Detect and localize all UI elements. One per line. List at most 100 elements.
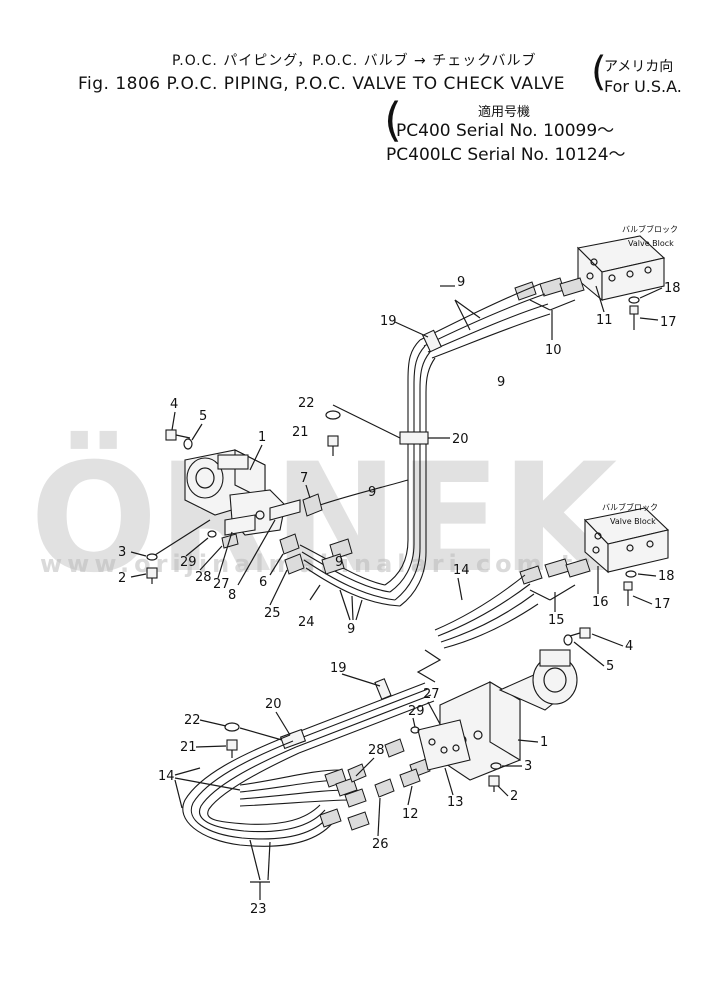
bolt-21-top [327, 435, 339, 456]
label-b1: 1 [540, 735, 548, 750]
fitting-28-bottom [347, 763, 367, 783]
region-english: For U.S.A. [604, 77, 682, 96]
leader-23b [267, 841, 271, 881]
oring-29-top [207, 530, 217, 538]
hoses-loop [182, 734, 353, 847]
label-b27: 27 [423, 687, 440, 702]
leader-lines-bottom [174, 566, 657, 900]
label-17: 17 [660, 315, 677, 330]
region-japanese: アメリカ向 [604, 59, 674, 75]
label-b28: 28 [368, 743, 385, 758]
fitting-7 [302, 493, 323, 517]
label-b29: 29 [408, 704, 425, 719]
label-20: 20 [452, 432, 469, 447]
label-24: 24 [298, 615, 315, 630]
label-4: 4 [170, 397, 178, 412]
break-line [416, 649, 442, 683]
gasket-27-top [224, 514, 256, 536]
washer-22-bottom [224, 722, 240, 732]
label-21: 21 [292, 425, 309, 440]
clamp-20-top [399, 431, 429, 445]
clamp-20-bottom [279, 728, 307, 750]
part-labels-bottom: 1 2 3 4 5 12 13 14 14 15 16 17 18 19 20 … [158, 563, 675, 917]
bracket-8 [269, 499, 301, 521]
valve-block-top: バルブブロック Valve Block [576, 224, 678, 302]
label-3: 3 [118, 545, 126, 560]
title-japanese: P.O.C. パイピング，P.O.C. バルブ → チェックバルブ [172, 53, 537, 69]
hoses-9-lower [299, 538, 401, 607]
label-27: 27 [213, 577, 230, 592]
fittings-12 [384, 738, 431, 788]
bolt-2-bottom [488, 775, 500, 792]
fittings-15 [519, 558, 591, 601]
washer-3-bottom [490, 762, 502, 770]
leader-23 [249, 839, 261, 881]
label-b20: 20 [265, 697, 282, 712]
label-9c: 9 [368, 485, 376, 500]
valve-block-bottom-label-jp: バルブブロック [602, 502, 658, 512]
label-5: 5 [199, 409, 207, 424]
label-11: 11 [596, 313, 613, 328]
fitting-6 [279, 533, 300, 555]
bolt-4-top [165, 429, 191, 441]
valve-block-bottom-label-en: Valve Block [610, 517, 656, 526]
pipe-bundle-horizontal [289, 682, 435, 754]
label-25: 25 [264, 606, 281, 621]
label-9b: 9 [497, 375, 505, 390]
valve-block-top-label-en: Valve Block [628, 239, 674, 248]
label-b18: 18 [658, 569, 675, 584]
title-english: Fig. 1806 P.O.C. PIPING, P.O.C. VALVE TO… [78, 74, 566, 94]
label-10: 10 [545, 343, 562, 358]
label-b22: 22 [184, 713, 201, 728]
label-8: 8 [228, 588, 236, 603]
fitting-25 [284, 553, 305, 575]
label-b3: 3 [524, 759, 532, 774]
label-9e: 9 [335, 555, 343, 570]
label-b4: 4 [625, 639, 633, 654]
gasket-13 [417, 719, 471, 771]
washer-22-top [325, 410, 341, 420]
valve-block-top-label-jp: バルブブロック [622, 224, 678, 234]
clamp-19-bottom [374, 678, 392, 700]
label-b19: 19 [330, 661, 347, 676]
region-bracket: ( [591, 49, 607, 95]
fitting-26 [374, 778, 395, 798]
serial-line-1: PC400 Serial No. 10099～ [396, 121, 615, 141]
label-b21: 21 [180, 740, 197, 755]
label-b15: 15 [548, 613, 565, 628]
label-28: 28 [195, 570, 212, 585]
clamp-19-top [422, 329, 442, 353]
washer-18-top [628, 296, 640, 304]
serial-bracket: ( [384, 93, 402, 147]
label-18: 18 [664, 281, 681, 296]
label-2: 2 [118, 571, 126, 586]
bolt-17-bottom [623, 581, 633, 606]
label-29: 29 [180, 555, 197, 570]
bolt-2-top [146, 567, 158, 584]
hose-9-single [319, 479, 409, 506]
washer-5-bottom [563, 634, 573, 646]
label-b2: 2 [510, 789, 518, 804]
leader-lines-top [130, 285, 663, 621]
fittings-10-top [514, 277, 585, 311]
washer-18-bottom [625, 570, 637, 578]
fittings-hose-ends [319, 768, 370, 831]
label-b23: 23 [250, 902, 267, 917]
pipe-bundle-vertical [384, 339, 436, 607]
leader-24 [309, 584, 321, 601]
valve-block-bottom: バルブブロック Valve Block [583, 502, 670, 574]
label-b16: 16 [592, 595, 609, 610]
serial-line-2: PC400LC Serial No. 10124～ [386, 145, 626, 165]
label-22: 22 [298, 396, 315, 411]
label-6: 6 [259, 575, 267, 590]
label-b17: 17 [654, 597, 671, 612]
poc-valve-top [184, 449, 286, 536]
label-9a: 9 [457, 275, 465, 290]
label-1: 1 [258, 430, 266, 445]
bolt-4-bottom [569, 627, 591, 639]
bolt-21-bottom [226, 739, 238, 758]
washer-3-top [146, 553, 158, 561]
label-b14b: 14 [158, 769, 175, 784]
label-b5: 5 [606, 659, 614, 674]
